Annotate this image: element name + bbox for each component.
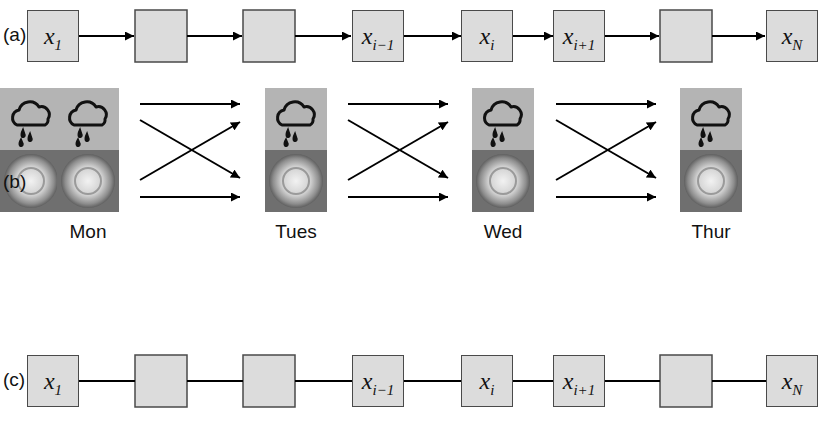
variable-box: xN	[766, 355, 818, 407]
variable-box: x1	[27, 10, 79, 62]
variable-box: xi+1	[553, 10, 605, 62]
day-label: Thur	[691, 222, 730, 243]
weather-icon	[265, 88, 742, 212]
subscript: i	[490, 37, 494, 53]
subscript: i+1	[573, 382, 595, 398]
chain-line	[513, 380, 553, 382]
variable-label: xi+1	[563, 369, 595, 393]
subscript: N	[792, 37, 802, 53]
variable-label: xi−1	[362, 369, 394, 393]
variable-label: xN	[782, 24, 803, 48]
variable-box: xi	[461, 10, 513, 62]
subscript: i−1	[372, 37, 394, 53]
panel-label: (c)	[3, 370, 25, 391]
variable-box: xi+1	[553, 355, 605, 407]
subscript: 1	[55, 37, 63, 53]
variable-box: xi−1	[352, 355, 404, 407]
variable-box: xi−1	[352, 10, 404, 62]
chain-arrow	[79, 35, 765, 37]
variable-label: xi	[480, 24, 495, 48]
subscript: N	[792, 382, 802, 398]
variable-label: xi+1	[563, 24, 595, 48]
day-label: Tues	[275, 222, 317, 243]
chain-arrow	[513, 35, 553, 37]
variable-box: x1	[27, 355, 79, 407]
subscript: i	[490, 382, 494, 398]
weather-column	[0, 88, 62, 212]
subscript: 1	[55, 382, 63, 398]
variable-label: x1	[44, 369, 62, 393]
variable-label: xi	[480, 369, 495, 393]
transition-arrow	[140, 104, 656, 197]
variable-label: xi−1	[362, 24, 394, 48]
chain-line	[404, 380, 461, 382]
empty-box	[135, 10, 712, 407]
variable-box: xi	[461, 355, 513, 407]
subscript: i+1	[573, 37, 595, 53]
variable-label: x1	[44, 24, 62, 48]
panel-label: (b)	[3, 172, 26, 193]
chain-line	[79, 380, 766, 382]
panel-label: (a)	[3, 25, 26, 46]
subscript: i−1	[372, 382, 394, 398]
chain-arrow	[404, 35, 461, 37]
weather-icons	[0, 88, 119, 212]
day-label: Mon	[70, 222, 107, 243]
day-label: Wed	[484, 222, 523, 243]
variable-label: xN	[782, 369, 803, 393]
variable-box: xN	[766, 10, 818, 62]
